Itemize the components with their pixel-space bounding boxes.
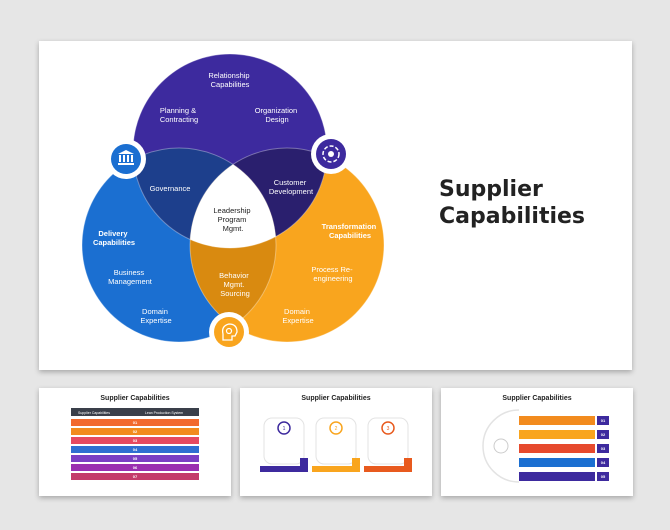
thumbnail-slide-1[interactable]: Supplier Capabilities Supplier Capabilit… (39, 388, 231, 496)
svg-text:05: 05 (601, 474, 606, 479)
svg-text:Supplier Capabilities: Supplier Capabilities (78, 411, 110, 415)
svg-text:02: 02 (601, 432, 606, 437)
center-region (190, 148, 276, 248)
svg-text:05: 05 (133, 456, 138, 461)
thumbnail-title: Supplier Capabilities (100, 395, 170, 402)
svg-text:04: 04 (133, 447, 138, 452)
svg-text:01: 01 (601, 418, 606, 423)
main-slide: Relationship Capabilities Planning & Con… (39, 41, 632, 370)
svg-text:01: 01 (133, 420, 138, 425)
svg-text:07: 07 (133, 474, 138, 479)
svg-text:06: 06 (133, 465, 138, 470)
svg-text:03: 03 (133, 438, 138, 443)
planning-label: Planning & Contracting (160, 106, 198, 124)
page-title: Supplier Capabilities (439, 176, 639, 230)
domain-expertise-left-label: Domain Expertise (140, 307, 171, 325)
venn-diagram: Relationship Capabilities Planning & Con… (81, 53, 385, 352)
thumbnail-2-graphic: 1 2 3 (260, 417, 412, 472)
organization-label: Organization Design (255, 106, 300, 124)
svg-text:1: 1 (283, 426, 286, 432)
behavior-label: Behavior Mgmt. Sourcing (219, 271, 251, 298)
delivery-label: Delivery Capabilities (93, 229, 135, 247)
governance-label: Governance (150, 184, 191, 193)
bank-icon (106, 139, 146, 179)
transformation-label: Transformation Capabilities (322, 222, 379, 240)
customer-label: Customer Development (269, 178, 314, 196)
svg-text:04: 04 (601, 460, 606, 465)
head-gear-icon (209, 312, 249, 352)
svg-text:Lean Production System: Lean Production System (145, 411, 183, 415)
svg-text:03: 03 (601, 446, 606, 451)
business-label: Business Management (108, 268, 153, 286)
title-line-1: Supplier (439, 177, 543, 202)
thumbnail-1-graphic: Supplier Capabilities Lean Production Sy… (71, 408, 199, 480)
thumbnail-title: Supplier Capabilities (502, 395, 572, 402)
thumbnail-title: Supplier Capabilities (301, 395, 371, 402)
svg-text:02: 02 (133, 429, 138, 434)
domain-expertise-right-label: Domain Expertise (282, 307, 313, 325)
thumbnail-slide-2[interactable]: Supplier Capabilities 1 2 3 (240, 388, 432, 496)
gear-cycle-icon (311, 134, 351, 174)
thumbnail-3-graphic: 01 02 03 04 05 (482, 409, 609, 483)
thumbnail-slide-3[interactable]: Supplier Capabilities 01 02 03 04 05 (441, 388, 633, 496)
title-line-2: Capabilities (439, 204, 586, 229)
relationship-label: Relationship Capabilities (208, 71, 251, 89)
svg-text:3: 3 (387, 426, 390, 432)
process-label: Process Re- engineering (311, 265, 354, 283)
center-label: Leadership Program Mgmt. (213, 206, 252, 233)
svg-text:2: 2 (335, 426, 338, 432)
